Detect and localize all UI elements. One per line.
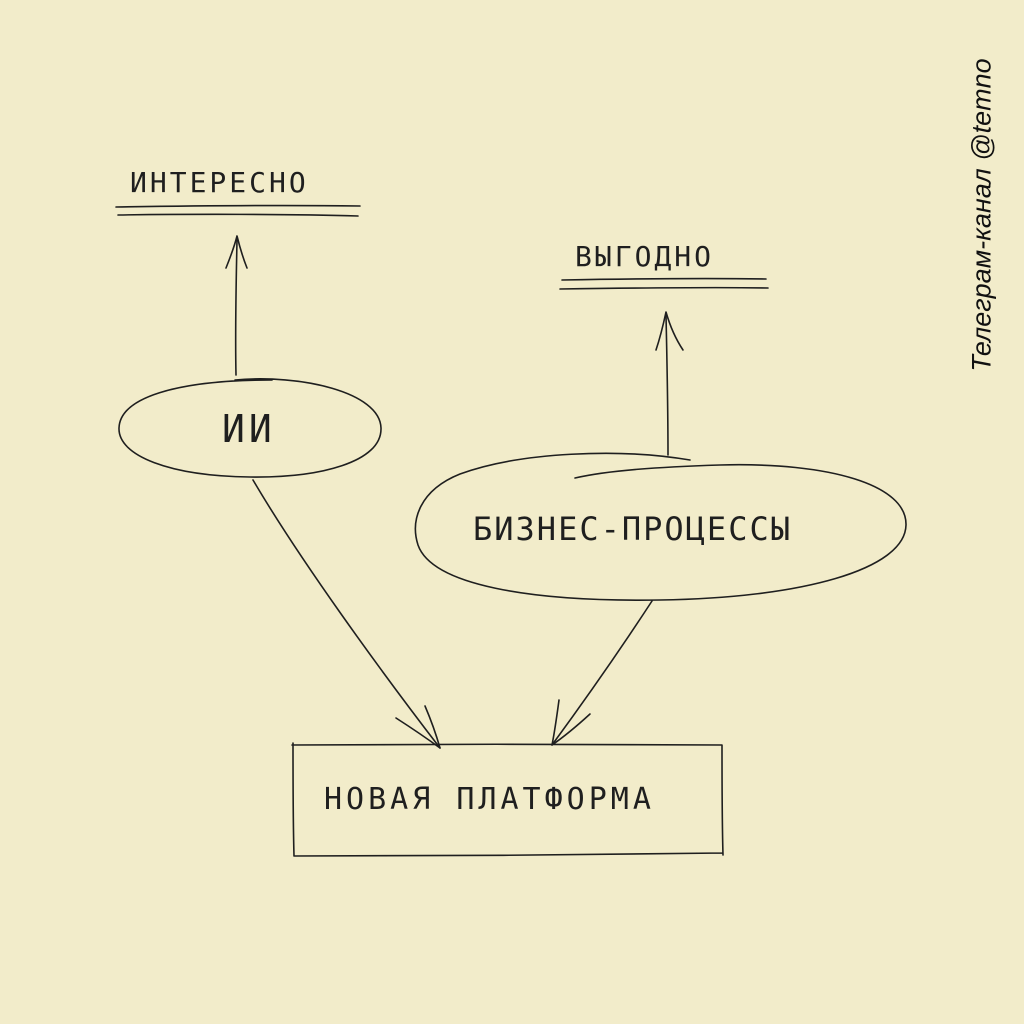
ai-ellipse xyxy=(118,378,382,478)
telegram-channel-watermark: Телеграм-канал @temno xyxy=(966,58,997,372)
new-platform-box xyxy=(291,742,724,857)
arrow-ai-to-interesting xyxy=(234,239,238,376)
business-processes-ellipse xyxy=(414,452,907,601)
profitable-underline-bottom xyxy=(559,286,769,290)
interesting-underline-bottom xyxy=(117,213,359,217)
interesting-underline-top xyxy=(115,204,361,208)
arrow-ai-to-platform-head xyxy=(395,705,441,749)
profitable-underline-top xyxy=(561,277,767,281)
interesting-label: ИНТЕРЕСНО xyxy=(130,166,309,199)
arrow-processes-to-platform xyxy=(551,600,653,746)
arrow-ai-to-platform xyxy=(252,479,441,749)
arrow-ai-to-interesting-head xyxy=(225,235,248,269)
new-platform-node-label: НОВАЯ ПЛАТФОРМА xyxy=(324,782,655,817)
business-processes-node-label: БИЗНЕС-ПРОЦЕССЫ xyxy=(473,510,792,548)
arrow-processes-to-profitable-head xyxy=(655,311,684,351)
ai-node-label: ИИ xyxy=(222,407,276,451)
arrow-processes-to-profitable xyxy=(665,314,669,456)
profitable-label: ВЫГОДНО xyxy=(575,240,715,273)
